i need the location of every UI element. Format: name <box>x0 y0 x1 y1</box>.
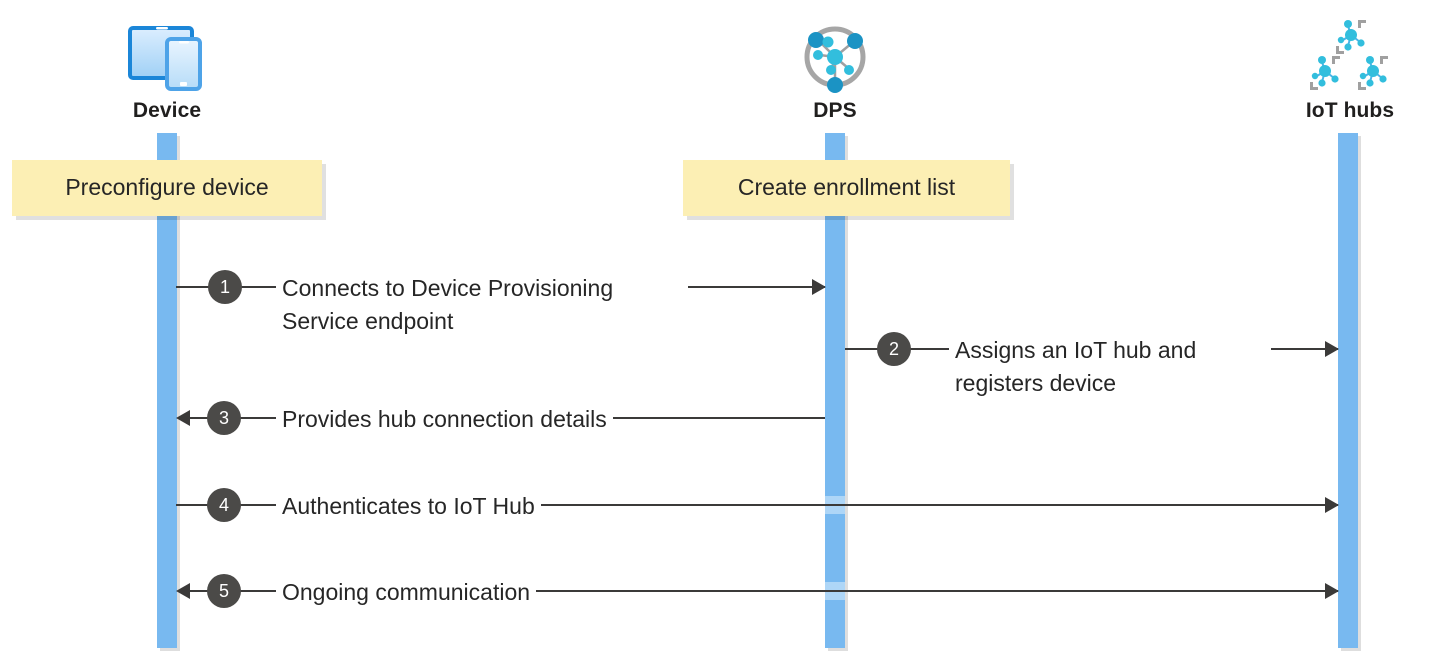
message-number-badge: 1 <box>208 270 242 304</box>
arrow-left-icon <box>176 410 190 426</box>
message-label: Connects to Device Provisioning Service … <box>276 272 688 338</box>
iot-hubs-icon <box>1250 14 1437 100</box>
actor-label-dps: DPS <box>813 99 857 122</box>
note-label: Create enrollment list <box>737 174 956 201</box>
dps-hub-icon <box>735 14 935 100</box>
arrow-right-icon <box>1325 583 1339 599</box>
arrow-left-icon <box>176 583 190 599</box>
arrow-right-icon <box>812 279 826 295</box>
message-number-badge: 3 <box>207 401 241 435</box>
actor-label-iothubs: IoT hubs <box>1305 99 1395 122</box>
actor-iothubs: IoT hubs <box>1250 14 1437 121</box>
actor-device: Device <box>67 14 267 121</box>
message-line <box>190 590 1338 592</box>
message-label: Provides hub connection details <box>276 403 613 436</box>
message-number-badge: 2 <box>877 332 911 366</box>
lifeline-iothubs <box>1338 133 1358 648</box>
message-line <box>176 504 1338 506</box>
arrow-right-icon <box>1325 497 1339 513</box>
message-number-badge: 5 <box>207 574 241 608</box>
arrow-right-icon <box>1325 341 1339 357</box>
note-preconfigure-device: Preconfigure device <box>12 160 322 216</box>
devices-icon <box>67 14 267 100</box>
message-label: Ongoing communication <box>276 576 537 609</box>
lifeline-device <box>157 133 177 648</box>
actor-label-device: Device <box>132 99 202 122</box>
actor-dps: DPS <box>735 14 935 121</box>
message-label: Assigns an IoT hub and registers device <box>949 334 1271 400</box>
note-label: Preconfigure device <box>65 174 269 201</box>
note-create-enrollment-list: Create enrollment list <box>683 160 1010 216</box>
lifeline-dps <box>825 133 845 648</box>
message-label: Authenticates to IoT Hub <box>276 490 541 523</box>
message-number-badge: 4 <box>207 488 241 522</box>
